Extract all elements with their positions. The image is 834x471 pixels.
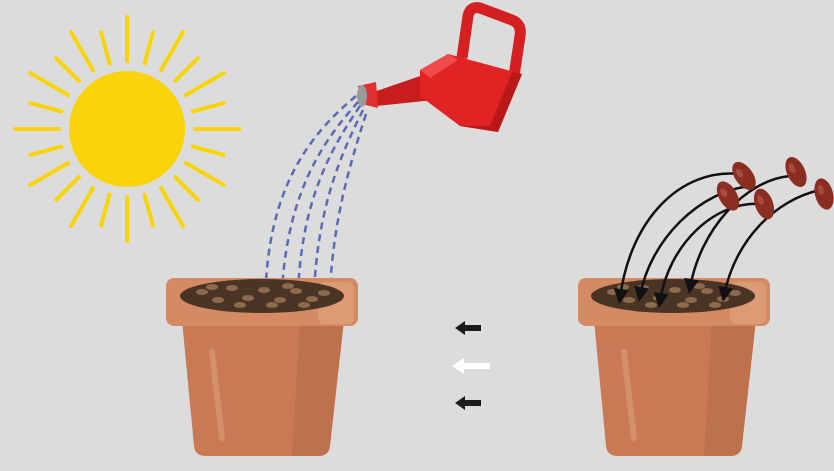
soil-pebble [282,283,294,289]
soil-pebble [212,297,224,303]
watering-can-icon [357,8,522,132]
sun-ray [145,195,153,226]
water-streams [266,96,366,292]
sun-ray [101,32,109,63]
direction-arrows [452,321,490,410]
sun-ray [186,163,224,185]
sun-ray [71,32,93,70]
soil-pebble [266,302,278,308]
soil-pebble [669,287,681,293]
sun-ray [101,195,109,226]
sun-ray [186,73,224,95]
soil-pebble [717,296,729,302]
soil-pebble [685,297,697,303]
soil-pebble [226,285,238,291]
bean-seeds [712,154,834,222]
soil-pebble [607,289,619,295]
sun-icon [15,17,239,241]
soil-pebble [206,284,218,290]
soil-pebble [318,290,330,296]
bean-seed-icon [781,154,811,191]
watered-pot [166,278,358,456]
soil-pebble [677,302,689,308]
soil-pebble [729,290,741,296]
sun-ray [71,188,93,226]
soil-pebble [693,283,705,289]
soil-pebble [234,302,246,308]
sun-ray [56,177,79,200]
soil-pebble [623,297,635,303]
bean-seed-icon [811,176,834,212]
soil-pebble [242,295,254,301]
sun-ray [30,103,61,111]
soil-pebble [298,302,310,308]
soil-pebble [196,289,208,295]
sun-ray [161,32,183,70]
sun-ray [175,177,198,200]
arrow-left-icon [455,321,481,335]
soil-pebble [653,295,665,301]
sun-ray [30,73,68,95]
seeded-pot [578,278,770,456]
sun-ray [193,147,224,155]
arrow-left-icon [455,396,481,410]
sun-ray [175,58,198,81]
soil-pebble [290,288,302,294]
soil-pebble [701,288,713,294]
sun-ray [30,163,68,185]
sun-ray [193,103,224,111]
sun-ray [30,147,61,155]
soil-pebble [645,302,657,308]
sun-ray [145,32,153,63]
soil-pebble [709,302,721,308]
soil-pebble [258,287,270,293]
soil-pebble [274,297,286,303]
sun-ray [56,58,79,81]
sun-ray [161,188,183,226]
arrow-left-icon [452,358,490,374]
soil-pebble [306,296,318,302]
